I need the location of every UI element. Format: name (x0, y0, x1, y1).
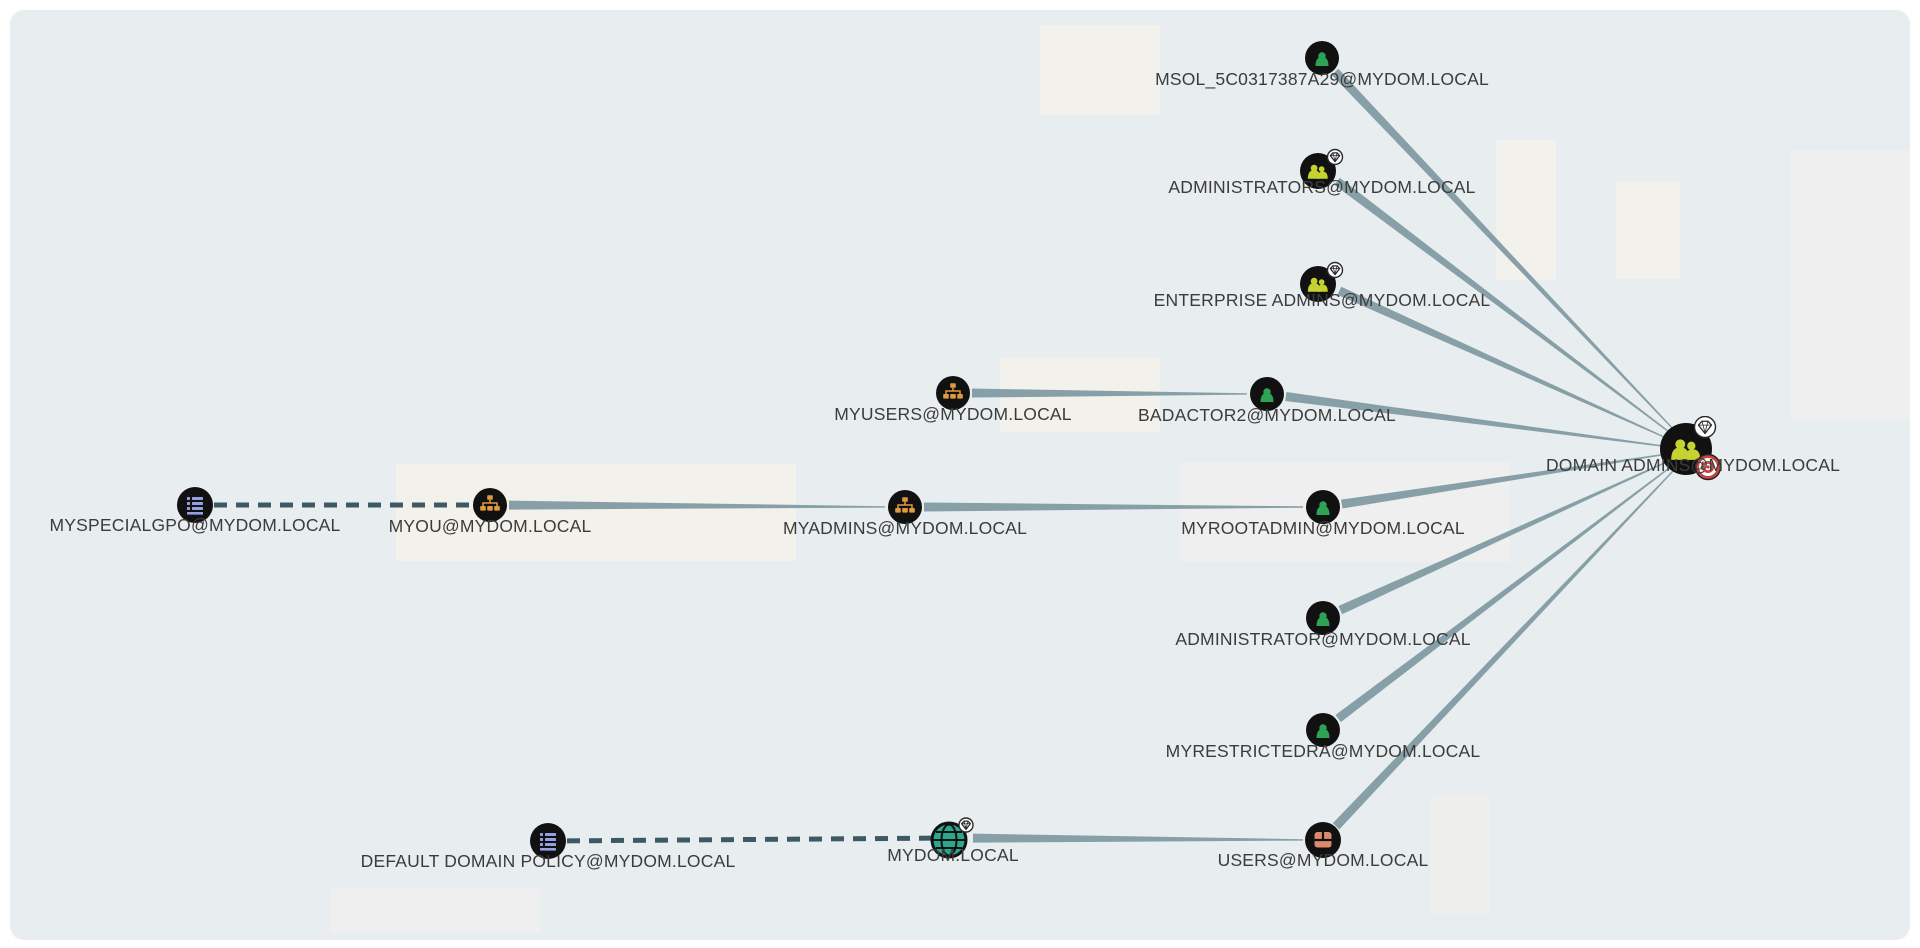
graph-node-myusers[interactable]: MYUSERS@MYDOM.LOCAL (834, 375, 1072, 424)
edge-default-domain-policy-mydom[interactable] (566, 835, 933, 844)
graph-node-administrators[interactable]: ADMINISTRATORS@MYDOM.LOCAL (1168, 148, 1475, 197)
user-icon (1250, 377, 1284, 411)
node-label: MYOU@MYDOM.LOCAL (388, 516, 592, 536)
node-label: MYUSERS@MYDOM.LOCAL (834, 404, 1072, 424)
graph-node-msol[interactable]: MSOL_5C0317387A29@MYDOM.LOCAL (1155, 40, 1489, 89)
edge-myou-myadmins[interactable] (508, 500, 886, 510)
graph-canvas[interactable]: MSOL_5C0317387A29@MYDOM.LOCAL ADMINISTRA… (10, 10, 1910, 940)
node-label: MYSPECIALGPO@MYDOM.LOCAL (49, 515, 341, 535)
domain-globe-icon (930, 817, 974, 859)
graph-node-myspecialgpo[interactable]: MYSPECIALGPO@MYDOM.LOCAL (50, 486, 340, 535)
edge-badactor2-domain-admins[interactable] (1285, 392, 1665, 447)
graph-node-users[interactable]: USERS@MYDOM.LOCAL (1218, 821, 1428, 870)
graph-node-domain-admins[interactable]: DOMAIN ADMINS@MYDOM.LOCAL (1546, 416, 1840, 484)
edge-layer (214, 68, 1674, 844)
graph-node-myadmins[interactable]: MYADMINS@MYDOM.LOCAL (783, 489, 1027, 538)
edge-myadmins-myrootadmin[interactable] (924, 502, 1303, 512)
node-label: BADACTOR2@MYDOM.LOCAL (1138, 405, 1396, 425)
node-label: MYDOM.LOCAL (887, 845, 1019, 865)
graph-node-myrestrictedra[interactable]: MYRESTRICTEDRA@MYDOM.LOCAL (1166, 712, 1480, 761)
ou-sitemap-icon (936, 376, 970, 410)
node-label: MSOL_5C0317387A29@MYDOM.LOCAL (1155, 69, 1489, 89)
group-diamond-icon (1300, 261, 1344, 302)
target-badge (1694, 453, 1722, 481)
graph-node-badactor2[interactable]: BADACTOR2@MYDOM.LOCAL (1138, 376, 1396, 425)
node-label: USERS@MYDOM.LOCAL (1217, 850, 1429, 870)
ou-sitemap-icon (888, 490, 922, 524)
graph-node-mydom[interactable]: MYDOM.LOCAL (887, 815, 1019, 865)
node-label: MYRESTRICTEDRA@MYDOM.LOCAL (1165, 741, 1481, 761)
group-diamond-target-icon (1660, 416, 1722, 481)
edge-myusers-badactor2[interactable] (971, 388, 1248, 398)
user-icon (1306, 490, 1340, 524)
edge-enterprise-admins-domain-admins[interactable] (1337, 286, 1667, 439)
edge-administrators-domain-admins[interactable] (1334, 177, 1671, 434)
node-label: ADMINISTRATORS@MYDOM.LOCAL (1168, 177, 1476, 197)
graph-node-enterprise-admins[interactable]: ENTERPRISE ADMINS@MYDOM.LOCAL (1154, 261, 1490, 310)
user-icon (1306, 713, 1340, 747)
graph-node-myou[interactable]: MYOU@MYDOM.LOCAL (389, 487, 591, 536)
edge-msol-domain-admins[interactable] (1331, 68, 1674, 430)
user-icon (1306, 601, 1340, 635)
edge-mydom-users[interactable] (972, 833, 1304, 843)
gpo-list-icon (177, 487, 213, 523)
gpo-list-icon (530, 823, 566, 859)
node-label: DEFAULT DOMAIN POLICY@MYDOM.LOCAL (360, 851, 736, 871)
edge-myrootadmin-domain-admins[interactable] (1341, 453, 1665, 509)
edge-users-domain-admins[interactable] (1332, 470, 1674, 830)
container-icon (1305, 822, 1341, 858)
ou-sitemap-icon (473, 488, 507, 522)
node-label: MYROOTADMIN@MYDOM.LOCAL (1181, 518, 1465, 538)
graph-node-administrator[interactable]: ADMINISTRATOR@MYDOM.LOCAL (1175, 600, 1470, 649)
node-label: DOMAIN ADMINS@MYDOM.LOCAL (1545, 455, 1841, 475)
graph-node-myrootadmin[interactable]: MYROOTADMIN@MYDOM.LOCAL (1181, 489, 1465, 538)
edge-administrator-domain-admins[interactable] (1338, 461, 1667, 615)
node-label: MYADMINS@MYDOM.LOCAL (782, 518, 1028, 538)
node-label: ENTERPRISE ADMINS@MYDOM.LOCAL (1153, 290, 1491, 310)
node-label: ADMINISTRATOR@MYDOM.LOCAL (1175, 629, 1471, 649)
graph-node-default-domain-policy[interactable]: DEFAULT DOMAIN POLICY@MYDOM.LOCAL (361, 822, 735, 871)
edge-myrestrictedra-domain-admins[interactable] (1335, 466, 1671, 723)
group-diamond-icon (1300, 148, 1344, 189)
user-icon (1305, 41, 1339, 75)
